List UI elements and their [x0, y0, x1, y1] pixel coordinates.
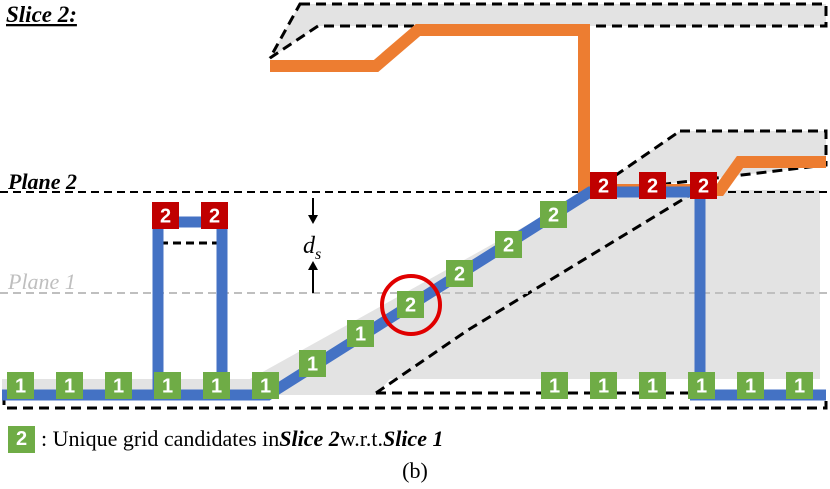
green-cell-1: 1 [7, 372, 34, 399]
green-cell-1: 1 [786, 372, 813, 399]
green-cell-1: 1 [252, 372, 279, 399]
red-cell-2: 2 [690, 172, 717, 199]
cell-label: 1 [211, 376, 222, 398]
green-cell-1: 1 [347, 320, 374, 347]
cell-square [688, 372, 715, 399]
green-cell-1: 1 [203, 372, 230, 399]
cell-label: 1 [307, 354, 318, 376]
cell-square [495, 231, 522, 258]
cell-label: 1 [162, 376, 173, 398]
cell-square [639, 172, 666, 199]
cell-square [590, 172, 617, 199]
cell-label: 2 [647, 176, 658, 198]
cell-square [397, 291, 424, 318]
cell-square [737, 372, 764, 399]
cell-label: 1 [15, 376, 26, 398]
cell-label: 2 [548, 205, 559, 227]
cell-label: 1 [696, 376, 707, 398]
cell-square [347, 320, 374, 347]
cell-label: 1 [794, 376, 805, 398]
bottom-slab-outline [2, 193, 828, 410]
cell-label: 1 [647, 376, 658, 398]
caption: (b) [402, 458, 428, 483]
legend-slice2: Slice 2 [279, 426, 340, 451]
cell-label: 1 [113, 376, 124, 398]
cell-label: 1 [549, 376, 560, 398]
slice-2-label: Slice 2: [6, 2, 77, 27]
green-cell-1: 1 [590, 372, 617, 399]
legend-chip: 2 [8, 425, 35, 453]
legend-text-mid: w.r.t. [339, 426, 383, 451]
legend-text-pre: : Unique grid candidates in [41, 426, 280, 451]
ds-label: ds [303, 233, 321, 263]
cell-label: 2 [160, 206, 171, 228]
green-cell-1: 1 [639, 372, 666, 399]
cell-square [541, 372, 568, 399]
cell-square [7, 372, 34, 399]
cell-square [152, 202, 179, 229]
cell-label: 2 [698, 176, 709, 198]
green-cell-1: 1 [105, 372, 132, 399]
red-cell-2: 2 [152, 202, 179, 229]
cell-square [252, 372, 279, 399]
legend-slice1: Slice 1 [382, 426, 444, 451]
green-cell-1: 1 [154, 372, 181, 399]
cell-square [201, 202, 228, 229]
cell-square [639, 372, 666, 399]
green-cell-1: 1 [737, 372, 764, 399]
green-cell-2: 2 [495, 231, 522, 258]
cell-label: 1 [598, 376, 609, 398]
green-cell-1: 1 [688, 372, 715, 399]
cell-label: 1 [260, 376, 271, 398]
cell-square [105, 372, 132, 399]
cell-label: 2 [209, 206, 220, 228]
cell-label: 2 [503, 235, 514, 257]
cell-square [154, 372, 181, 399]
red-cell-2: 2 [639, 172, 666, 199]
cell-square [299, 350, 326, 377]
cell-label: 1 [64, 376, 75, 398]
green-cell-1: 1 [56, 372, 83, 399]
cell-label: 2 [598, 176, 609, 198]
cell-label: 2 [454, 264, 465, 286]
green-cell-1: 1 [299, 350, 326, 377]
cell-label: 2 [405, 295, 416, 317]
cell-square [786, 372, 813, 399]
cell-square [690, 172, 717, 199]
cell-square [56, 372, 83, 399]
plane-1-label: Plane 1 [7, 269, 76, 294]
cell-label: 1 [745, 376, 756, 398]
green-cell-2: 2 [540, 201, 567, 228]
cell-square [203, 372, 230, 399]
highlight-circle [380, 274, 442, 336]
cell-square [540, 201, 567, 228]
cell-label: 1 [355, 324, 366, 346]
red-cell-2: 2 [201, 202, 228, 229]
legend: 2 : Unique grid candidates in Slice 2 w.… [8, 424, 443, 454]
cell-square [446, 260, 473, 287]
green-cell-1: 1 [541, 372, 568, 399]
green-cell-2: 2 [446, 260, 473, 287]
green-cell-2: 2 [397, 291, 424, 318]
cell-square [590, 372, 617, 399]
plane-2-label: Plane 2 [7, 169, 77, 194]
ds-arrows [308, 198, 318, 293]
grid-cells: 1 1 1 1 1 1 1 1 2 2 2 2 2 2 2 2 2 1 1 1 1 1 1 [7, 172, 813, 399]
red-cell-2: 2 [590, 172, 617, 199]
orange-path [270, 24, 826, 196]
